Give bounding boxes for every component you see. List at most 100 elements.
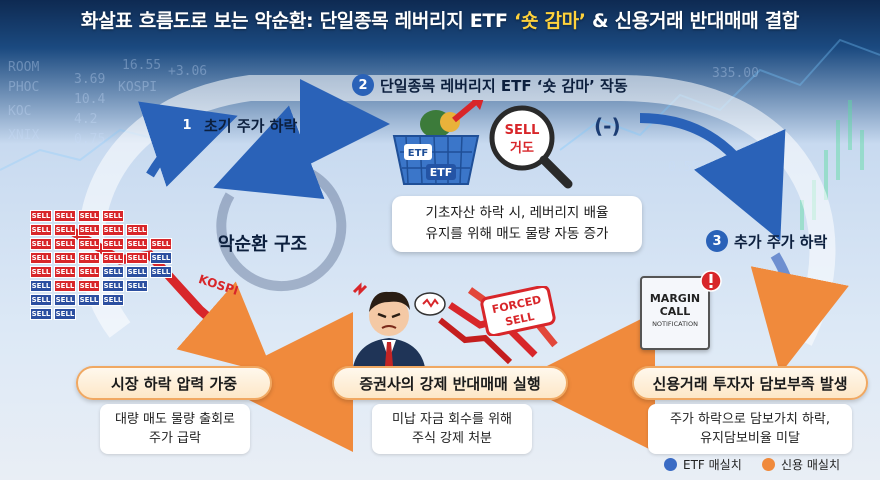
magnifier-top-text: SELL xyxy=(505,123,540,138)
sell-ticket: SELL xyxy=(150,252,172,264)
grid-spacer xyxy=(126,294,148,306)
desc-line: 주가 급락 xyxy=(149,431,201,446)
margin-shortfall-box: 신용거래 투자자 담보부족 발생 xyxy=(632,366,868,400)
sell-ticket: SELL xyxy=(30,308,52,320)
arrow-2 xyxy=(639,113,786,241)
sell-ticket: SELL xyxy=(78,266,100,278)
margin-call-card: MARGIN CALL NOTIFICATION xyxy=(640,276,710,350)
desc-line: 주가 하락으로 담보가치 하락, xyxy=(669,412,831,427)
ticker-value: 3.69 xyxy=(74,72,106,87)
desc-line: 유지담보비율 미달 xyxy=(700,431,800,446)
legend-label: 신용 매실치 xyxy=(781,458,841,472)
sell-ticket: SELL xyxy=(54,266,76,278)
sell-ticket: SELL xyxy=(78,294,100,306)
sell-ticket: SELL xyxy=(102,294,124,306)
legend-label: ETF 매실치 xyxy=(683,458,742,472)
sell-ticket: SELL xyxy=(102,252,124,264)
arrow-3 xyxy=(750,252,849,375)
step-label: 초기 주가 하락 xyxy=(204,116,298,135)
sell-ticket: SELL xyxy=(30,280,52,292)
magnifier-icon: SELL 거도 xyxy=(489,105,573,189)
ticker-symbol: PHOC xyxy=(8,80,40,95)
sell-ticket: SELL xyxy=(126,266,148,278)
etf-callout: 기초자산 하락 시, 레버리지 배율 유지를 위해 매도 물량 자동 증가 xyxy=(392,196,642,252)
ticker-symbol: ROOM xyxy=(8,60,40,75)
sell-ticket: SELL xyxy=(54,238,76,250)
sell-ticket: SELL xyxy=(30,224,52,236)
desc-line: 주식 강제 처분 xyxy=(411,431,493,446)
forced-sell-stamp: FORCED SELL xyxy=(480,286,556,336)
sell-ticket: SELL xyxy=(30,238,52,250)
sell-ticket: SELL xyxy=(126,252,148,264)
legend-dot xyxy=(664,458,677,471)
market-pressure-box: 시장 하락 압력 가중 xyxy=(76,366,272,400)
desc-line: 대량 매도 물량 출회로 xyxy=(114,412,236,427)
basket-label-back: ETF xyxy=(408,148,428,159)
sell-ticket: SELL xyxy=(30,266,52,278)
ticker-value: 4.2 xyxy=(74,112,98,127)
ticker-value: +3.06 xyxy=(168,64,208,79)
grid-spacer xyxy=(102,308,124,320)
ticker-value: 10.4 xyxy=(74,92,106,107)
center-label: 악순환 구조 xyxy=(218,234,308,255)
minus-sign: (-) xyxy=(594,114,621,138)
angry-speech-bubble-icon xyxy=(414,292,446,316)
card-line: MARGIN xyxy=(649,292,701,305)
legend-credit: 신용 매실치 xyxy=(762,456,840,473)
sell-ticket: SELL xyxy=(78,280,100,292)
margin-shortfall-desc: 주가 하락으로 담보가치 하락, 유지담보비율 미달 xyxy=(648,404,852,454)
callout-line: 유지를 위해 매도 물량 자동 증가 xyxy=(425,226,609,242)
forced-liquidation-desc: 미납 자금 회수를 위해 주식 강제 처분 xyxy=(372,404,532,454)
ticker-value: 16.55 xyxy=(122,58,162,73)
sell-ticket: SELL xyxy=(54,280,76,292)
grid-spacer xyxy=(126,210,148,222)
step-3: 3 추가 주가 하락 xyxy=(706,230,827,252)
sell-ticket: SELL xyxy=(126,238,148,250)
sell-ticket: SELL xyxy=(102,210,124,222)
grid-spacer xyxy=(150,294,172,306)
sell-ticket: SELL xyxy=(126,280,148,292)
ticker-symbol: KOSPI xyxy=(118,80,158,95)
title-highlight: ‘숏 감마’ xyxy=(514,10,586,32)
grid-spacer xyxy=(150,210,172,222)
grid-spacer xyxy=(150,224,172,236)
step-number: 1 xyxy=(176,114,198,136)
sell-ticket: SELL xyxy=(102,266,124,278)
sell-ticket: SELL xyxy=(54,210,76,222)
sell-ticket: SELL xyxy=(54,294,76,306)
step-1: 1 초기 주가 하락 xyxy=(176,114,297,136)
falling-arrow xyxy=(438,317,513,365)
magnifier-bottom-text: 거도 xyxy=(510,141,534,156)
sell-ticket: SELL xyxy=(102,280,124,292)
sell-ticket: SELL xyxy=(126,224,148,236)
sell-ticket: SELL xyxy=(30,294,52,306)
angry-businessman-icon xyxy=(352,282,426,375)
legend-etf: ETF 매실치 xyxy=(664,456,742,473)
sell-ticket: SELL xyxy=(54,252,76,264)
ticker-symbol: KOC xyxy=(8,104,32,119)
sell-ticket: SELL xyxy=(102,238,124,250)
card-line: CALL xyxy=(659,305,691,318)
market-pressure-desc: 대량 매도 물량 출회로 주가 급락 xyxy=(100,404,250,454)
alert-icon xyxy=(700,270,722,292)
grid-spacer xyxy=(126,308,148,320)
sell-ticket: SELL xyxy=(78,252,100,264)
step-number: 3 xyxy=(706,230,728,252)
grid-spacer xyxy=(78,308,100,320)
ticker-value: 335.00 xyxy=(712,66,759,81)
step-label: 단일종목 레버리지 ETF ‘숏 감마’ 작동 xyxy=(380,76,628,95)
grid-spacer xyxy=(150,308,172,320)
sell-ticket: SELL xyxy=(78,224,100,236)
page-title: 화살표 흐름도로 보는 악순환: 단일종목 레버리지 ETF ‘숏 감마’ & … xyxy=(0,6,880,33)
sell-ticket: SELL xyxy=(78,238,100,250)
title-text: 화살표 흐름도로 보는 악순환: 단일종목 레버리지 ETF xyxy=(80,10,515,32)
title-text-end: & 신용거래 반대매매 결합 xyxy=(585,10,800,32)
callout-line: 기초자산 하락 시, 레버리지 배율 xyxy=(425,205,609,221)
legend-dot xyxy=(762,458,775,471)
sell-ticket: SELL xyxy=(150,238,172,250)
sell-ticket: SELL xyxy=(78,210,100,222)
ticker-value: 0.75 xyxy=(74,132,106,147)
step-number: 2 xyxy=(352,74,374,96)
step-2: 2 단일종목 레버리지 ETF ‘숏 감마’ 작동 xyxy=(352,74,628,96)
